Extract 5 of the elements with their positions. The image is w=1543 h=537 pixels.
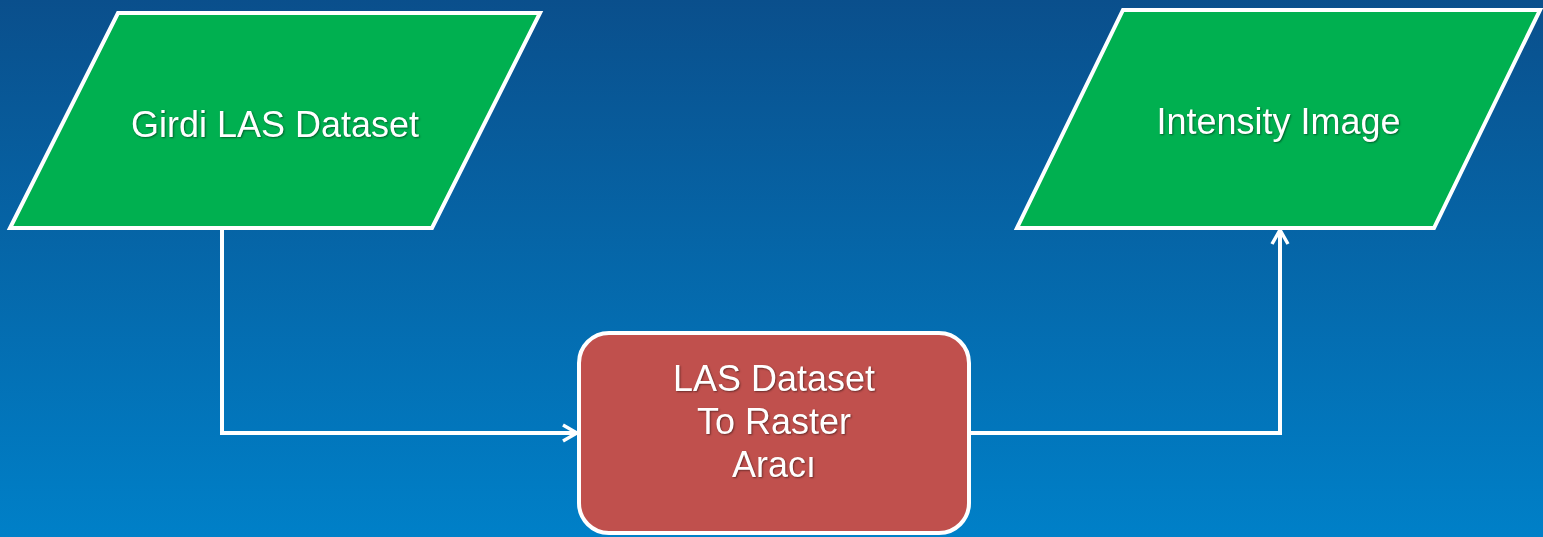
node-label: LAS Dataset To Raster Aracı — [671, 357, 877, 487]
arrow — [220, 228, 579, 443]
node-label: Intensity Image — [1155, 100, 1402, 144]
arrow — [971, 228, 1290, 435]
node-label: Girdi LAS Dataset — [129, 103, 421, 147]
